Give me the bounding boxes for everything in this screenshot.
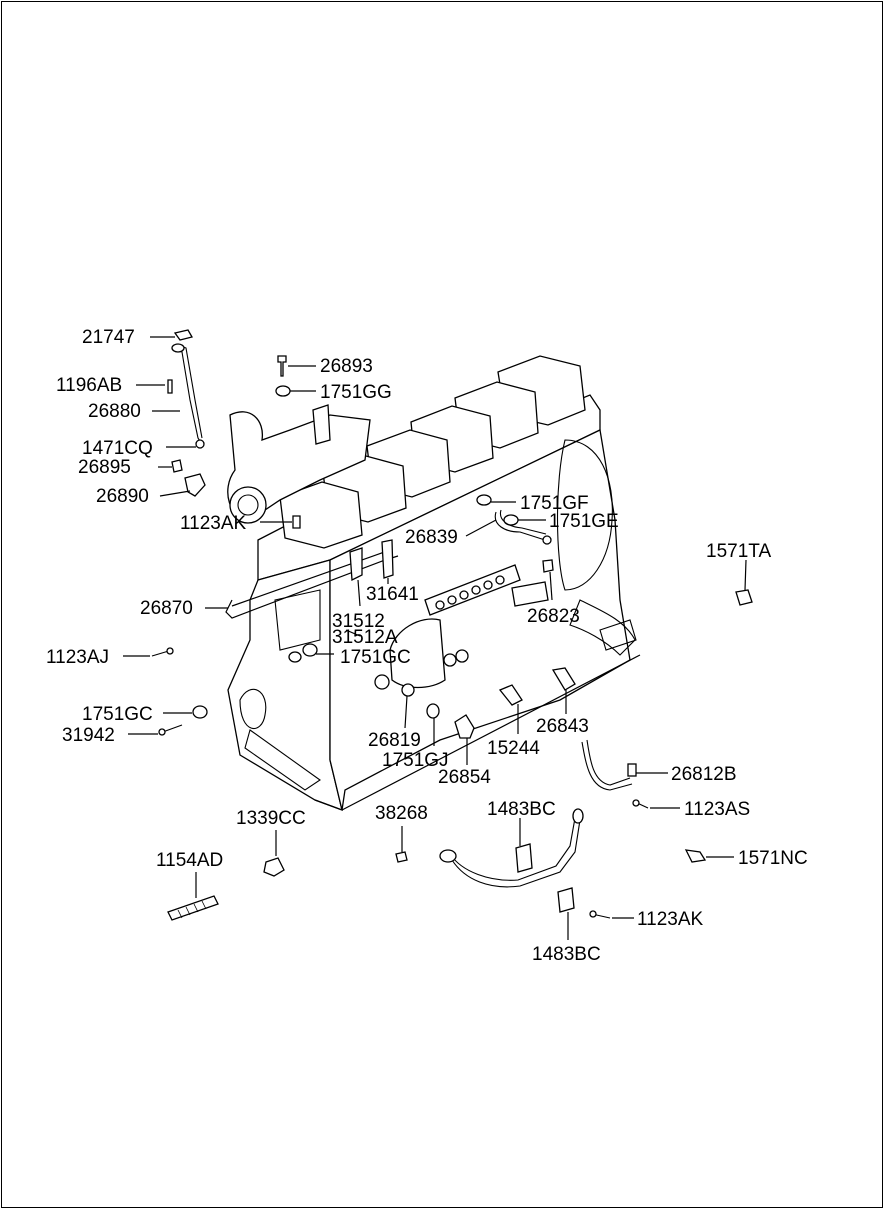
label-1154AD: 1154AD [156, 850, 223, 871]
label-1571NC: 1571NC [738, 848, 808, 869]
cylinder-head-covers [227, 355, 586, 549]
label-1751GG: 1751GG [320, 382, 392, 403]
label-26819: 26819 [368, 730, 421, 751]
label-1751GJ: 1751GJ [382, 750, 449, 771]
label-1471CQ: 1471CQ [82, 438, 153, 459]
label-26893: 26893 [320, 356, 373, 377]
small-parts [151, 329, 753, 921]
label-31512A: 31512A [332, 627, 398, 648]
label-1751GC-upper: 1751GC [340, 647, 411, 668]
label-38268: 38268 [375, 803, 428, 824]
label-26895: 26895 [78, 457, 131, 478]
label-1571TA: 1571TA [706, 541, 771, 562]
label-1483BC-upper: 1483BC [487, 799, 556, 820]
label-1123AK-lower: 1123AK [637, 909, 704, 930]
label-26823: 26823 [527, 606, 580, 627]
label-31942: 31942 [62, 725, 115, 746]
label-1123AS: 1123AS [684, 799, 750, 820]
label-1123AK-top: 1123AK [180, 513, 247, 534]
label-1751GE: 1751GE [549, 511, 619, 532]
label-31641: 31641 [366, 584, 419, 605]
injector-rail [374, 564, 549, 697]
label-1751GF: 1751GF [520, 493, 589, 514]
label-26880: 26880 [88, 401, 141, 422]
leader-lines [123, 336, 747, 940]
part-labels: 21747 1196AB 26880 1471CQ 26895 26890 11… [46, 327, 808, 965]
label-1123AJ: 1123AJ [46, 647, 109, 668]
label-1339CC: 1339CC [236, 808, 306, 829]
label-26839: 26839 [405, 527, 458, 548]
label-1483BC-lower: 1483BC [532, 944, 601, 965]
label-26870: 26870 [140, 598, 193, 619]
label-31512: 31512 [332, 611, 385, 632]
label-26812B: 26812B [671, 764, 737, 785]
label-26854: 26854 [438, 767, 491, 788]
label-26843: 26843 [536, 716, 589, 737]
label-1196AB: 1196AB [56, 375, 122, 396]
label-1751GC-lower: 1751GC [82, 704, 153, 725]
label-15244: 15244 [487, 738, 540, 759]
label-26890: 26890 [96, 486, 149, 507]
label-21747: 21747 [82, 327, 135, 348]
